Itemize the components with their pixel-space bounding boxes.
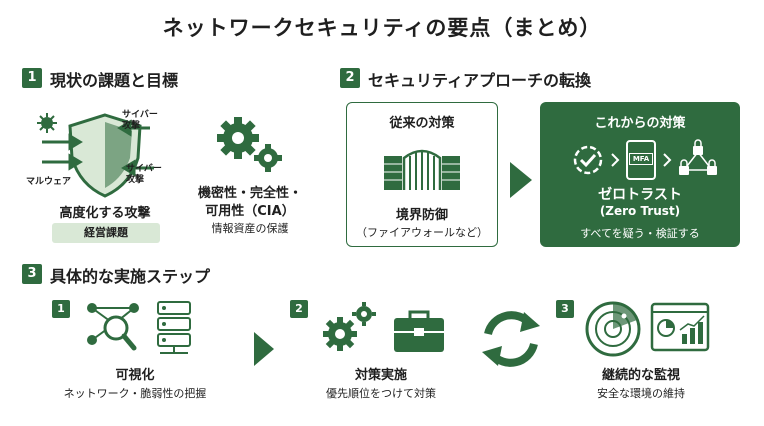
cyber-attack-label-bottom: サイバー 攻撃 bbox=[126, 164, 162, 185]
arrow-right-icon bbox=[510, 162, 532, 198]
section1-title: 現状の課題と目標 bbox=[50, 71, 179, 90]
step1-sub: ネットワーク・脆弱性の把握 bbox=[63, 387, 207, 400]
zero-trust-box bbox=[540, 102, 740, 247]
step3-label: 継続的な監視 bbox=[601, 368, 680, 383]
zero-trust-label: ゼロトラスト bbox=[598, 187, 682, 203]
traditional-heading: 従来の対策 bbox=[389, 116, 455, 131]
step3-number: 3 bbox=[556, 300, 574, 318]
virus-icon bbox=[37, 113, 57, 133]
section2-title: セキュリティアプローチの転換 bbox=[368, 71, 592, 90]
radar-icon bbox=[585, 301, 641, 357]
verify-check-icon bbox=[573, 145, 603, 175]
cia-sub: 情報資産の保護 bbox=[211, 222, 289, 235]
cia-line1: 機密性・完全性・ bbox=[197, 186, 302, 201]
lock-network-icon bbox=[679, 139, 717, 175]
management-issue-badge: 経営課題 bbox=[52, 223, 160, 243]
gears-icon bbox=[217, 117, 282, 172]
zero-trust-label-en: (Zero Trust) bbox=[599, 204, 681, 218]
gears-icon bbox=[323, 302, 376, 351]
perimeter-defense-sub: （ファイアウォールなど） bbox=[356, 226, 488, 239]
attack-label: 高度化する攻撃 bbox=[59, 206, 151, 221]
step2-sub: 優先順位をつけて対策 bbox=[326, 387, 436, 400]
perimeter-defense-label: 境界防御 bbox=[395, 208, 448, 223]
cia-line2: 可用性（CIA） bbox=[205, 204, 295, 219]
page-title: ネットワークセキュリティの要点（まとめ） bbox=[162, 16, 602, 40]
section1-number: 1 bbox=[22, 68, 42, 88]
mfa-phone-icon bbox=[626, 140, 656, 180]
malware-label: マルウェア bbox=[26, 177, 72, 187]
step1-label: 可視化 bbox=[115, 368, 155, 383]
step1-number: 1 bbox=[52, 300, 70, 318]
mfa-label: MFA bbox=[629, 153, 653, 165]
step3-sub: 安全な環境の維持 bbox=[597, 387, 685, 400]
toolbox-icon bbox=[394, 310, 444, 352]
step2-number: 2 bbox=[290, 300, 308, 318]
zero-trust-sub: すべてを疑う・検証する bbox=[580, 227, 700, 240]
attack-arrows-icon bbox=[42, 119, 154, 177]
section2-number: 2 bbox=[340, 68, 360, 88]
section3-title: 具体的な実施ステップ bbox=[50, 267, 211, 286]
arrow-right-icon bbox=[254, 332, 274, 366]
dashboard-chart-icon bbox=[650, 302, 710, 352]
server-icon bbox=[157, 301, 191, 354]
section3-number: 3 bbox=[22, 264, 42, 284]
new-heading: これからの対策 bbox=[594, 116, 686, 131]
gate-icon bbox=[384, 149, 460, 190]
cyber-attack-label-top: サイバー 攻撃 bbox=[122, 110, 158, 131]
step2-label: 対策実施 bbox=[354, 368, 407, 383]
chevron-right-icon bbox=[611, 153, 620, 167]
chevron-right-icon bbox=[663, 153, 672, 167]
refresh-cycle-icon bbox=[482, 311, 540, 367]
network-search-icon bbox=[87, 303, 139, 351]
